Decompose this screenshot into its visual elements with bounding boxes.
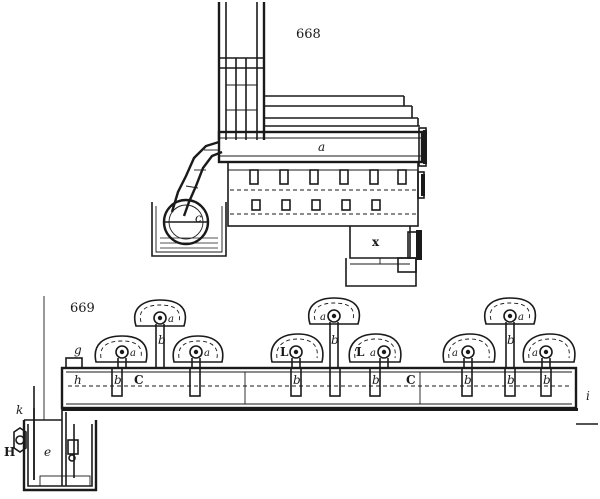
uprights-b: b b b b b b (111, 367, 552, 397)
label-b-tall-3: b (507, 333, 515, 347)
label-x: x (372, 235, 380, 249)
label-b-5: b (507, 373, 515, 387)
label-a-low-1: a (130, 348, 136, 359)
low-shell-4: L a (348, 333, 402, 368)
trough-C: C C (60, 366, 578, 411)
upper-ports (249, 169, 407, 185)
label-i: i (586, 389, 590, 403)
figure-669-number: 669 (70, 301, 95, 316)
label-h: h (74, 373, 82, 387)
label-c: c (195, 211, 202, 225)
label-b-tall-1: b (158, 333, 166, 347)
label-e: e (44, 445, 51, 459)
label-k: k (16, 403, 23, 417)
water-pan (151, 202, 227, 257)
label-L-1: L (280, 345, 289, 359)
figure-668: 668 (151, 2, 427, 287)
label-a-low-5: a (452, 348, 458, 359)
lower-ports (251, 199, 381, 211)
label-H: H (4, 445, 15, 459)
label-b-4: b (464, 373, 472, 387)
tall-shell-3: a b (483, 297, 537, 368)
chimney (217, 2, 266, 140)
label-a-low-2: a (204, 348, 210, 359)
lower-block-x: x (345, 226, 422, 287)
tall-shell-1: a b (133, 299, 187, 368)
feed-pipe (170, 140, 223, 217)
label-b-3: b (372, 373, 380, 387)
boiler-a: a (217, 127, 427, 167)
low-shell-2: a (172, 335, 224, 368)
label-b-1: b (114, 373, 122, 387)
furnace-body (227, 161, 425, 227)
well-e: k H e (4, 403, 98, 492)
label-a-tall-1: a (168, 314, 174, 325)
low-shell-3: L (270, 333, 324, 368)
figure-669: 669 C C g h i (4, 296, 598, 492)
low-shell-1: a (94, 335, 148, 368)
label-a-low-6: a (532, 348, 538, 359)
label-L-2: L (356, 345, 365, 359)
label-C-right: C (406, 373, 416, 387)
label-a-low-4: a (370, 348, 376, 359)
low-shell-6: a (522, 333, 576, 368)
label-a-tall-2: a (320, 312, 326, 323)
label-b-6: b (543, 373, 551, 387)
label-a-tall-3: a (518, 312, 524, 323)
low-shell-5: a (442, 333, 496, 368)
roof-steps (264, 95, 420, 127)
drum-c: c (162, 198, 210, 246)
label-b-2: b (293, 373, 301, 387)
label-g: g (74, 343, 82, 357)
label-b-tall-2: b (331, 333, 339, 347)
figure-668-number: 668 (296, 27, 321, 42)
label-a-668: a (318, 140, 325, 154)
label-C-left: C (134, 373, 144, 387)
end-fittings: g h i (65, 343, 598, 425)
tall-shell-2: a b (307, 297, 361, 368)
